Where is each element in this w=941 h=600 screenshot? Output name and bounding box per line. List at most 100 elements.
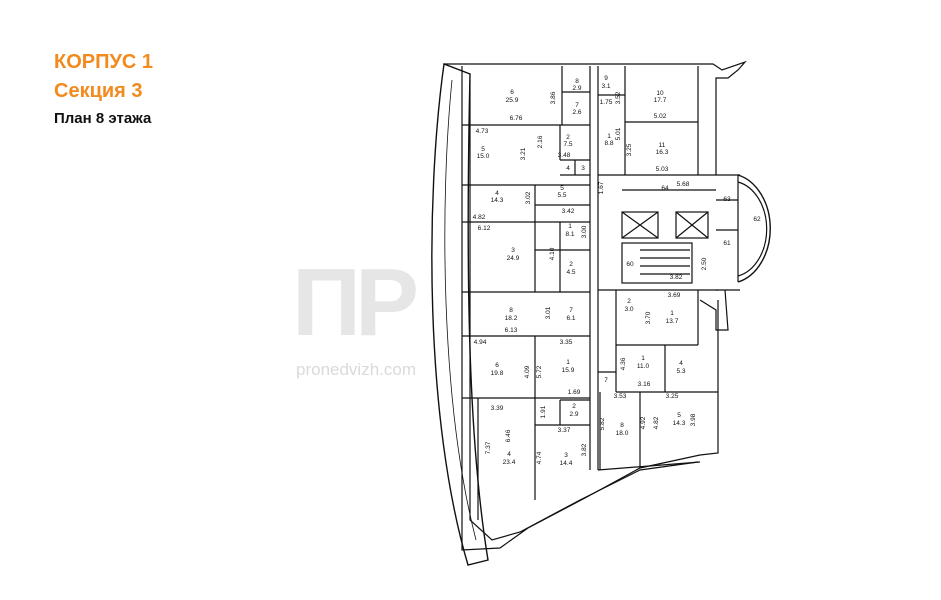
dimension: 4.36 <box>620 357 627 370</box>
dimension: 3.48 <box>558 152 571 159</box>
room-number: 5 <box>481 146 485 153</box>
dimension: 3.42 <box>562 208 575 215</box>
dimension: 4.10 <box>549 247 556 260</box>
room-number: 8 <box>620 422 624 429</box>
dimension: 2.50 <box>701 257 708 270</box>
room-number: 4 <box>495 190 499 197</box>
room-area: 23.4 <box>503 459 516 466</box>
room-area: 15.0 <box>477 153 490 160</box>
room-area: 25.9 <box>506 97 519 104</box>
room-number: 3 <box>511 247 515 254</box>
dimension: 3.25 <box>666 393 679 400</box>
room-area: 19.8 <box>491 370 504 377</box>
floor-plan-title: План 8 этажа <box>54 110 152 127</box>
room-area: 2.6 <box>572 109 581 116</box>
plan-header: КОРПУС 1 Секция 3 План 8 этажа <box>54 48 153 130</box>
room-number: 2 <box>627 298 631 305</box>
room-number: 64 <box>661 185 669 192</box>
room-area: 3.1 <box>601 83 610 90</box>
room-number: 8 <box>575 78 579 85</box>
dimension: 4.94 <box>474 339 487 346</box>
room-area: 14.3 <box>673 420 686 427</box>
room-number: 10 <box>656 90 664 97</box>
room-number: 3 <box>564 452 568 459</box>
building-title: КОРПУС 1 <box>54 51 154 73</box>
room-area: 17.7 <box>654 97 667 104</box>
room-number: 6 <box>510 89 514 96</box>
room-number: 1 <box>641 355 645 362</box>
room-area: 15.9 <box>562 367 575 374</box>
room-number: 8 <box>509 307 513 314</box>
dimension: 1.67 <box>598 181 605 194</box>
dimension: 4.74 <box>536 451 543 464</box>
room-number: 4 <box>507 451 511 458</box>
room-area: 5.5 <box>557 192 566 199</box>
dimension: 5.01 <box>615 127 622 140</box>
dimension: 3.02 <box>525 191 532 204</box>
dimension: 3.01 <box>545 306 552 319</box>
dimension: 5.03 <box>656 166 669 173</box>
dimension: 4.82 <box>473 214 486 221</box>
room-area: 2.9 <box>569 411 578 418</box>
watermark-url: pronedvizh.com <box>296 360 417 379</box>
room-number: 6 <box>495 362 499 369</box>
room-number: 1 <box>568 223 572 230</box>
dimension: 5.68 <box>677 181 690 188</box>
dimension: 4.92 <box>640 416 647 429</box>
dimension: 4.09 <box>524 365 531 378</box>
dimension: 3.70 <box>645 311 652 324</box>
dimension: 1.91 <box>540 405 547 418</box>
room-number: 63 <box>723 196 731 203</box>
watermark-logo: ПР <box>292 249 419 356</box>
room-area: 8.1 <box>565 231 574 238</box>
room-number: 4 <box>679 360 683 367</box>
room-number: 3 <box>581 165 585 172</box>
room-number: 1 <box>566 359 570 366</box>
room-area: 7.5 <box>563 141 572 148</box>
dimension: 1.69 <box>568 389 581 396</box>
dimension: 3.82 <box>670 274 683 281</box>
room-number: 1 <box>607 133 611 140</box>
dimension: 4.82 <box>653 416 660 429</box>
dimension: 3.98 <box>690 413 697 426</box>
dimension: 3.00 <box>581 225 588 238</box>
room-area: 13.7 <box>666 318 679 325</box>
room-number: 2 <box>566 134 570 141</box>
room-number: 7 <box>575 102 579 109</box>
room-area: 5.3 <box>676 368 685 375</box>
room-number: 11 <box>659 142 666 149</box>
dimension: 6.12 <box>478 225 491 232</box>
room-number: 62 <box>753 216 761 223</box>
room-number: 7 <box>604 377 608 384</box>
room-area: 18.0 <box>616 430 629 437</box>
room-area: 3.0 <box>624 306 633 313</box>
dimension: 4.73 <box>476 128 489 135</box>
dimension: 3.35 <box>560 339 573 346</box>
room-area: 6.1 <box>566 315 575 322</box>
room-number: 1 <box>670 310 674 317</box>
dimension: 5.82 <box>599 417 606 430</box>
dimension: 3.69 <box>668 292 681 299</box>
room-area: 16.3 <box>656 149 669 156</box>
dimension: 5.02 <box>654 113 667 120</box>
room-number: 2 <box>572 403 576 410</box>
dimension: 7.37 <box>485 441 492 454</box>
room-number: 7 <box>569 307 573 314</box>
room-area: 24.9 <box>507 255 520 262</box>
dimension: 3.21 <box>520 147 527 160</box>
section-title: Секция 3 <box>54 80 143 102</box>
dimension: 3.16 <box>638 381 651 388</box>
room-number: 5 <box>677 412 681 419</box>
dimension: 6.76 <box>510 115 523 122</box>
dimension: 3.39 <box>491 405 504 412</box>
room-area: 8.8 <box>604 140 613 147</box>
room-number: 5 <box>560 185 564 192</box>
room-number: 9 <box>604 75 608 82</box>
dimension: 2.16 <box>537 135 544 148</box>
room-number: 60 <box>626 261 634 268</box>
dimension: 6.46 <box>505 429 512 442</box>
dimension: 3.37 <box>558 427 571 434</box>
dimension: 6.13 <box>505 327 518 334</box>
room-area: 2.9 <box>572 85 581 92</box>
dimension: 5.72 <box>536 365 543 378</box>
